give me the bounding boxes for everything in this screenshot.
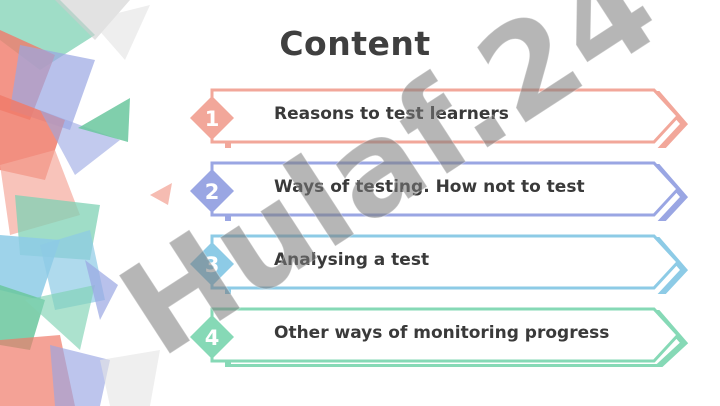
item-arrow-frame [190, 88, 689, 148]
content-item-2: 2 Ways of testing. How not to test [178, 157, 698, 221]
item-number: 4 [204, 326, 220, 350]
item-arrow-frame [190, 234, 689, 294]
item-label: Reasons to test learners [274, 104, 509, 124]
content-item-4: 4 Other ways of monitoring progress [178, 303, 698, 367]
item-label: Ways of testing. How not to test [274, 177, 585, 197]
item-number: 3 [204, 253, 220, 277]
item-arrow-frame [190, 307, 689, 367]
content-item-3: 3 Analysing a test [178, 230, 698, 294]
page-title: Content [279, 24, 431, 63]
item-number: 2 [204, 180, 220, 204]
content-item-1: 1 Reasons to test learners [178, 84, 698, 148]
item-label: Analysing a test [274, 250, 430, 270]
item-arrow-frame [190, 161, 689, 221]
item-number: 1 [204, 107, 220, 131]
item-label: Other ways of monitoring progress [274, 323, 610, 343]
